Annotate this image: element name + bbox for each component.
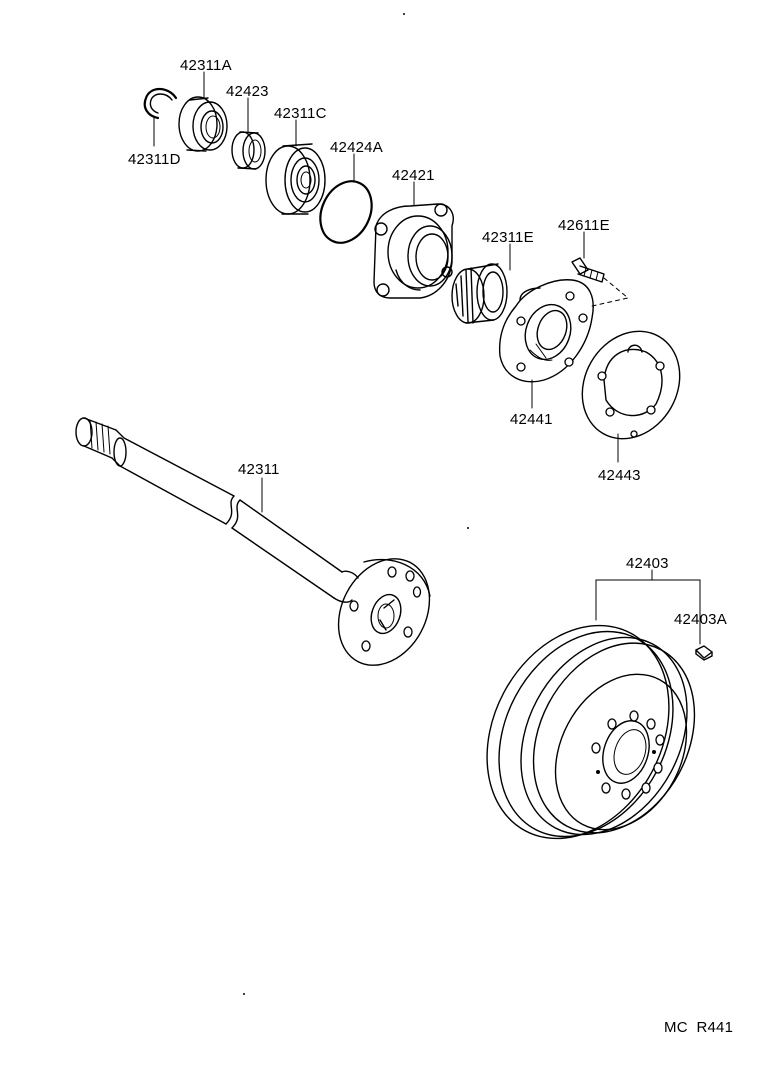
label-42403: 42403 <box>626 555 669 572</box>
snap-ring-42311D <box>143 87 178 120</box>
oil-seal-42311E <box>451 263 508 324</box>
label-42311C: 42311C <box>274 105 327 122</box>
bearing-retainer-42423 <box>231 131 266 170</box>
o-ring-42424A <box>319 180 373 244</box>
label-42611E: 42611E <box>558 217 610 234</box>
bearing-housing-42421 <box>373 203 454 299</box>
label-42423: 42423 <box>226 83 269 100</box>
gasket-42443 <box>581 330 681 440</box>
backing-plate-42441 <box>498 279 594 383</box>
label-42441: 42441 <box>510 411 553 428</box>
hole-plug-42403A <box>695 645 713 661</box>
bearing-42311C <box>265 143 326 215</box>
label-42311: 42311 <box>238 461 280 478</box>
label-42311E: 42311E <box>482 229 534 246</box>
hub-bolt-42611E <box>571 257 605 283</box>
footer-code: MC R441 <box>664 1019 733 1036</box>
label-42443: 42443 <box>598 467 641 484</box>
axle-flange <box>337 558 431 666</box>
brake-drum-42403 <box>486 624 696 840</box>
label-42424A: 42424A <box>330 139 383 156</box>
label-42311A: 42311A <box>180 57 232 74</box>
label-42311D: 42311D <box>128 151 181 168</box>
axle-shaft-42311 <box>75 417 359 603</box>
label-42421: 42421 <box>392 167 435 184</box>
oil-seal-42311A <box>178 96 228 152</box>
label-42403A: 42403A <box>674 611 727 628</box>
